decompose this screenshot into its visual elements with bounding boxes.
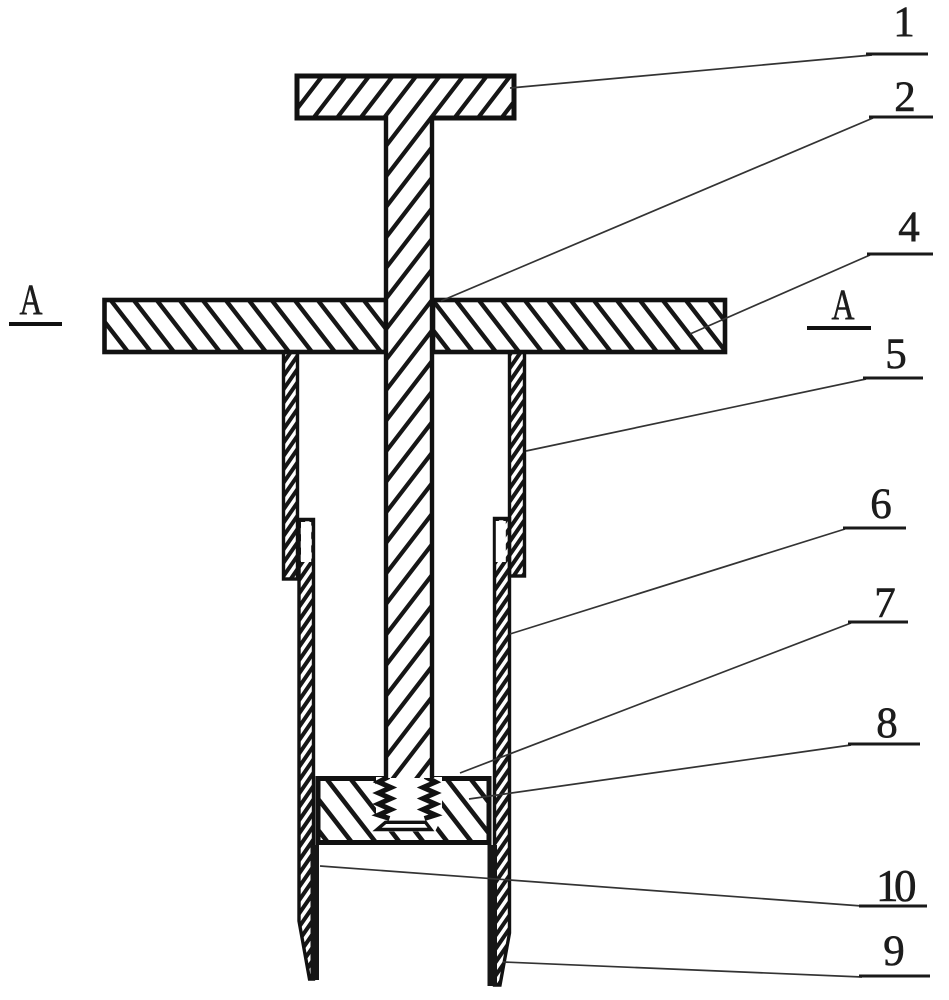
svg-text:7: 7 [874,580,896,627]
svg-text:A: A [832,282,855,329]
svg-text:A: A [20,277,43,324]
svg-text:10: 10 [876,861,915,911]
svg-text:1: 1 [893,0,915,46]
svg-text:2: 2 [894,74,916,121]
svg-text:9: 9 [883,928,905,975]
svg-text:4: 4 [898,204,920,251]
svg-text:5: 5 [885,331,907,378]
svg-text:8: 8 [876,700,898,747]
svg-text:6: 6 [870,481,892,528]
